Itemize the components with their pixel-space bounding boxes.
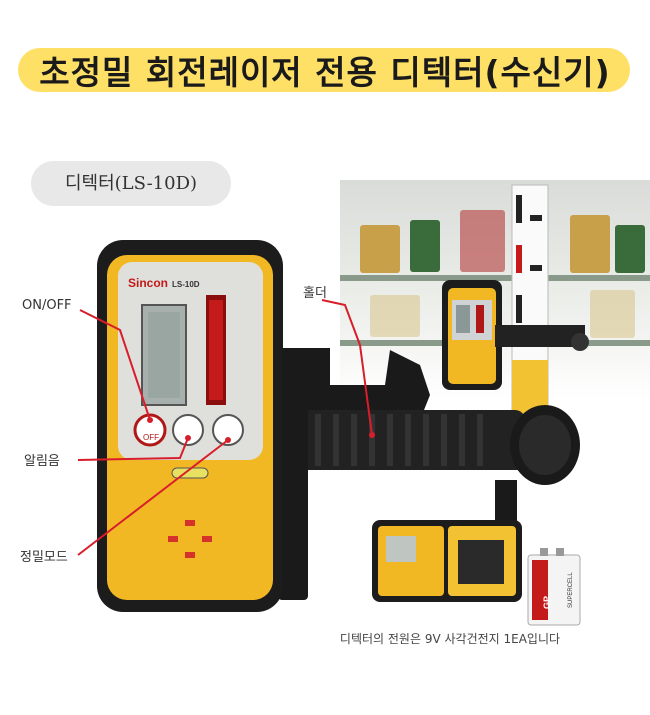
battery-photo <box>372 520 581 626</box>
callout-beep: 알림음 <box>24 454 60 469</box>
battery-caption: 디텍터의 전원은 9V 사각건전지 1EA입니다 <box>339 632 561 646</box>
model-pill <box>31 161 231 206</box>
holder <box>275 348 580 600</box>
mounted-detector <box>442 280 589 390</box>
page-title: 초정밀 회전레이저 전용 디텍터(수신기) <box>39 53 611 92</box>
title-highlight <box>18 48 630 92</box>
product-box <box>410 220 440 272</box>
detector-device <box>97 240 283 612</box>
device-brand: Sincon <box>128 276 168 290</box>
product-box <box>590 290 635 338</box>
product-box <box>615 225 645 273</box>
power-button-label: OFF <box>143 433 159 442</box>
product-box <box>360 225 400 273</box>
callout-dots <box>147 417 375 443</box>
callout-lines <box>77 299 373 556</box>
battery-type: SUPERCELL <box>568 572 574 608</box>
product-box <box>460 210 505 272</box>
model-label: 디텍터(LS-10D) <box>64 173 198 194</box>
measuring-staff <box>511 184 549 420</box>
callout-precision-mode: 정밀모드 <box>20 550 68 565</box>
title-banner: 초정밀 회전레이저 전용 디텍터(수신기) <box>0 40 650 100</box>
device-model: LS-10D <box>172 280 200 289</box>
product-box <box>370 295 420 337</box>
battery-brand: GP <box>542 596 552 609</box>
callout-on-off: ON/OFF <box>22 298 72 313</box>
callout-holder: 홀더 <box>303 286 327 301</box>
shelf <box>340 275 650 281</box>
product-box <box>570 215 610 273</box>
